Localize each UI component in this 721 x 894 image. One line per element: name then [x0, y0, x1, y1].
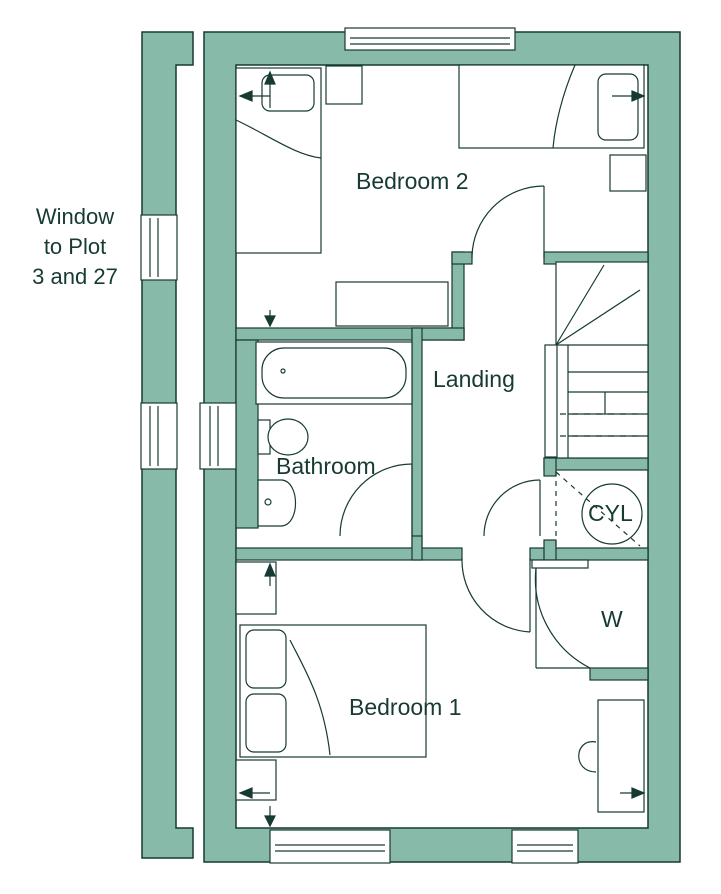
room-label-wardrobe: W: [601, 606, 623, 632]
note-line-2: to Plot: [43, 234, 107, 259]
neighbour-window-note: Window to Plot 3 and 27: [0, 202, 150, 292]
interior-walls: [235, 251, 649, 681]
room-label-bedroom-1: Bedroom 1: [349, 694, 462, 720]
room-label-landing: Landing: [433, 366, 515, 392]
note-line-3: 3 and 27: [32, 264, 118, 289]
neighbour-window: [140, 214, 178, 470]
windows: [199, 27, 579, 864]
fittings: [235, 64, 649, 813]
door-swings: [339, 185, 545, 633]
room-label-bathroom: Bathroom: [276, 453, 376, 479]
arrows: [238, 70, 646, 828]
note-line-1: Window: [35, 204, 115, 229]
room-label-cylinder: CYL: [588, 500, 633, 526]
room-label-bedroom-2: Bedroom 2: [356, 168, 469, 194]
